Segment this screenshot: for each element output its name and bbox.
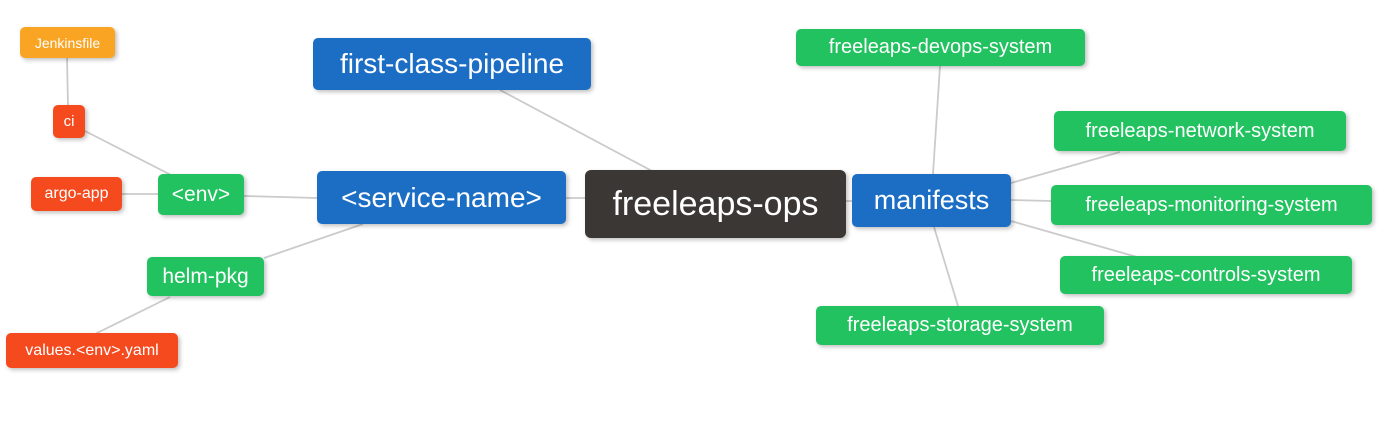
node-service-name[interactable]: <service-name> <box>317 171 566 224</box>
node-values-env-yaml[interactable]: values.<env>.yaml <box>6 333 178 368</box>
node-env[interactable]: <env> <box>158 174 244 215</box>
edge-env-service-name <box>243 195 318 199</box>
node-freeleaps-devops-system[interactable]: freeleaps-devops-system <box>796 29 1085 66</box>
node-freeleaps-network-system[interactable]: freeleaps-network-system <box>1054 111 1346 151</box>
node-helm-pkg[interactable]: helm-pkg <box>147 257 264 296</box>
node-first-class-pipeline[interactable]: first-class-pipeline <box>313 38 591 90</box>
edge-manifests-freeleaps-monitoring-system <box>1010 199 1052 202</box>
node-argo-app[interactable]: argo-app <box>31 177 122 211</box>
edge-manifests-freeleaps-storage-system <box>933 226 959 307</box>
node-freeleaps-controls-system[interactable]: freeleaps-controls-system <box>1060 256 1352 294</box>
edge-helm-pkg-values-env-yaml <box>94 296 171 335</box>
node-ci[interactable]: ci <box>53 105 85 138</box>
edge-first-class-pipeline-freeleaps-ops <box>499 89 653 172</box>
node-freeleaps-storage-system[interactable]: freeleaps-storage-system <box>816 306 1104 345</box>
edge-manifests-freeleaps-controls-system <box>1010 220 1138 258</box>
node-freeleaps-monitoring-system[interactable]: freeleaps-monitoring-system <box>1051 185 1372 225</box>
edge-service-name-helm-pkg <box>263 223 364 259</box>
edge-ci-env <box>84 130 174 177</box>
node-jenkinsfile[interactable]: Jenkinsfile <box>20 27 115 58</box>
node-manifests[interactable]: manifests <box>852 174 1011 227</box>
edge-manifests-freeleaps-network-system <box>1010 151 1121 184</box>
node-freeleaps-ops-root[interactable]: freeleaps-ops <box>585 170 846 238</box>
edge-jenkinsfile-ci <box>66 57 69 106</box>
edge-freeleaps-devops-system-manifests <box>932 65 941 175</box>
